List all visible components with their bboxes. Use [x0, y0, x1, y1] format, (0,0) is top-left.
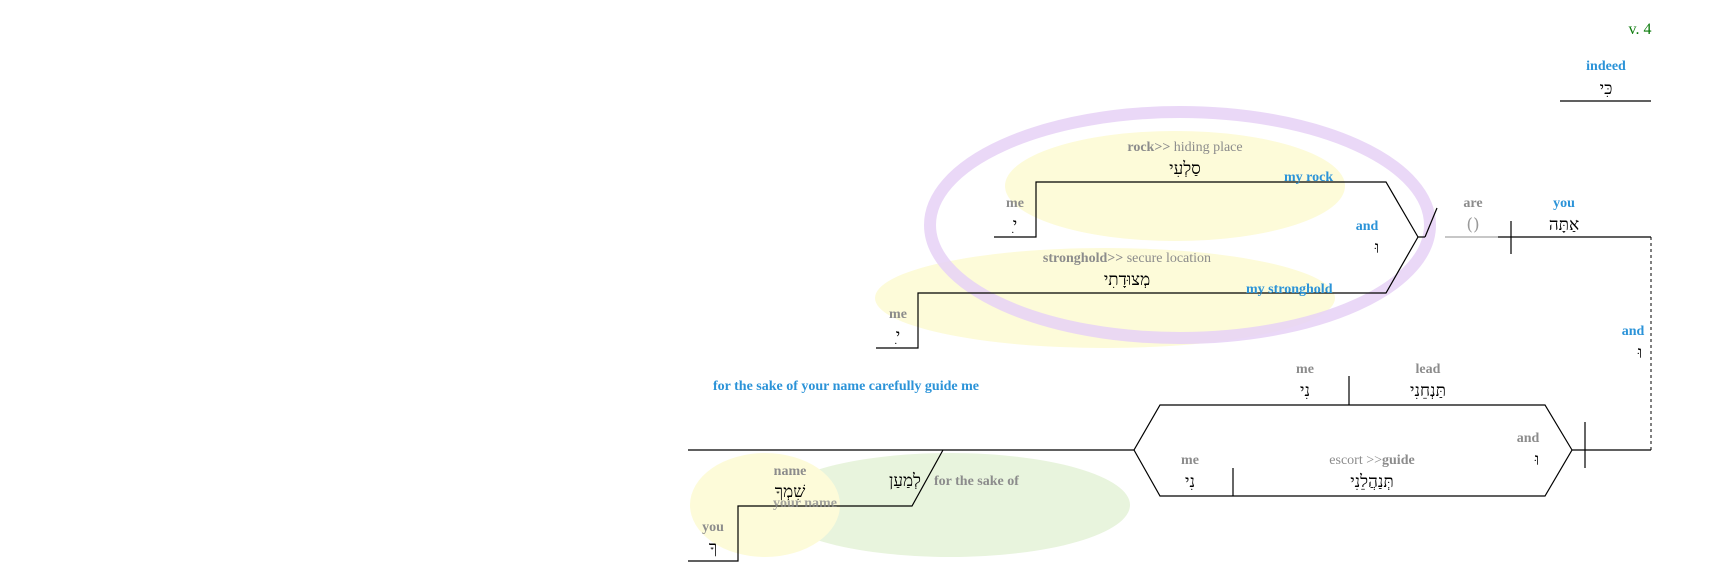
- rock-gloss: rock>> hiding place: [1127, 140, 1242, 155]
- guide-gloss-plain: escort >>: [1329, 453, 1382, 468]
- subject-gloss: you: [1553, 196, 1575, 211]
- guide-gloss-bold: guide: [1382, 453, 1415, 468]
- lead-gloss: lead: [1416, 362, 1441, 377]
- stronghold-me-gloss: me: [889, 307, 907, 322]
- rock-hebrew: סַלְעִי: [1169, 159, 1201, 179]
- stronghold-gloss-plain: secure location: [1123, 251, 1211, 266]
- lead-object-hebrew: נִי: [1300, 381, 1310, 401]
- stronghold-gloss: stronghold>> secure location: [1043, 251, 1211, 266]
- verb-gloss: are: [1463, 196, 1482, 211]
- you-suffix-hebrew: ךָ: [709, 538, 717, 558]
- rock-gloss-bold: rock>>: [1127, 140, 1170, 155]
- verse-number: v. 4: [1629, 21, 1652, 38]
- rock-gloss-plain: hiding place: [1170, 140, 1242, 155]
- you-suffix-gloss: you: [702, 520, 724, 535]
- forsake-gloss: for the sake of: [934, 474, 1019, 489]
- rock-me-hebrew: ִי: [1012, 215, 1017, 235]
- predicate-slant: [1424, 207, 1438, 238]
- stronghold-hebrew: מְצוּדָתִי: [1104, 270, 1150, 290]
- forsake-phrase-line: [688, 449, 944, 562]
- guide-object-gloss: me: [1181, 453, 1199, 468]
- rock-me-gloss: me: [1006, 196, 1024, 211]
- fork-lower: [876, 236, 1419, 349]
- guide-object-hebrew: נִי: [1185, 472, 1195, 492]
- stronghold-highlight: [875, 248, 1335, 348]
- name-hebrew: שִׁמְךָ: [775, 482, 805, 502]
- guide-hebrew: תְּנַהֲלֵנִי: [1350, 472, 1394, 492]
- conj-top-gloss: and: [1356, 219, 1379, 234]
- forsake-hebrew: לְמַעַן: [889, 471, 921, 491]
- subject-hebrew: אַתָּה: [1549, 215, 1579, 235]
- kiy-gloss: indeed: [1586, 59, 1626, 74]
- lead-object-gloss: me: [1296, 362, 1314, 377]
- verb-hebrew: (): [1466, 215, 1479, 235]
- conj-lower-gloss: and: [1517, 431, 1540, 446]
- conj-right-gloss: and: [1622, 324, 1645, 339]
- guide-gloss: escort >>guide: [1329, 453, 1414, 468]
- name-label: your name: [773, 496, 837, 511]
- lead-hebrew: תַּנְחֵנִי: [1410, 381, 1446, 401]
- name-gloss: name: [774, 464, 807, 479]
- rock-highlight: [1005, 131, 1345, 241]
- stronghold-me-hebrew: ִי: [895, 326, 900, 346]
- forsake-highlight: [770, 453, 1130, 557]
- fork-upper: [994, 181, 1419, 238]
- stronghold-gloss-bold: stronghold>>: [1043, 251, 1123, 266]
- name-highlight: [690, 453, 840, 557]
- translation-text: for the sake of your name carefully guid…: [713, 379, 979, 394]
- rock-label: my rock: [1284, 170, 1333, 185]
- conj-right-hebrew: וּ: [1637, 343, 1642, 363]
- kiy-hebrew: כִּי: [1600, 79, 1613, 99]
- stronghold-label: my stronghold: [1246, 282, 1333, 297]
- conj-lower-hebrew: וּ: [1534, 450, 1539, 470]
- conj-top-hebrew: וּ: [1374, 238, 1379, 258]
